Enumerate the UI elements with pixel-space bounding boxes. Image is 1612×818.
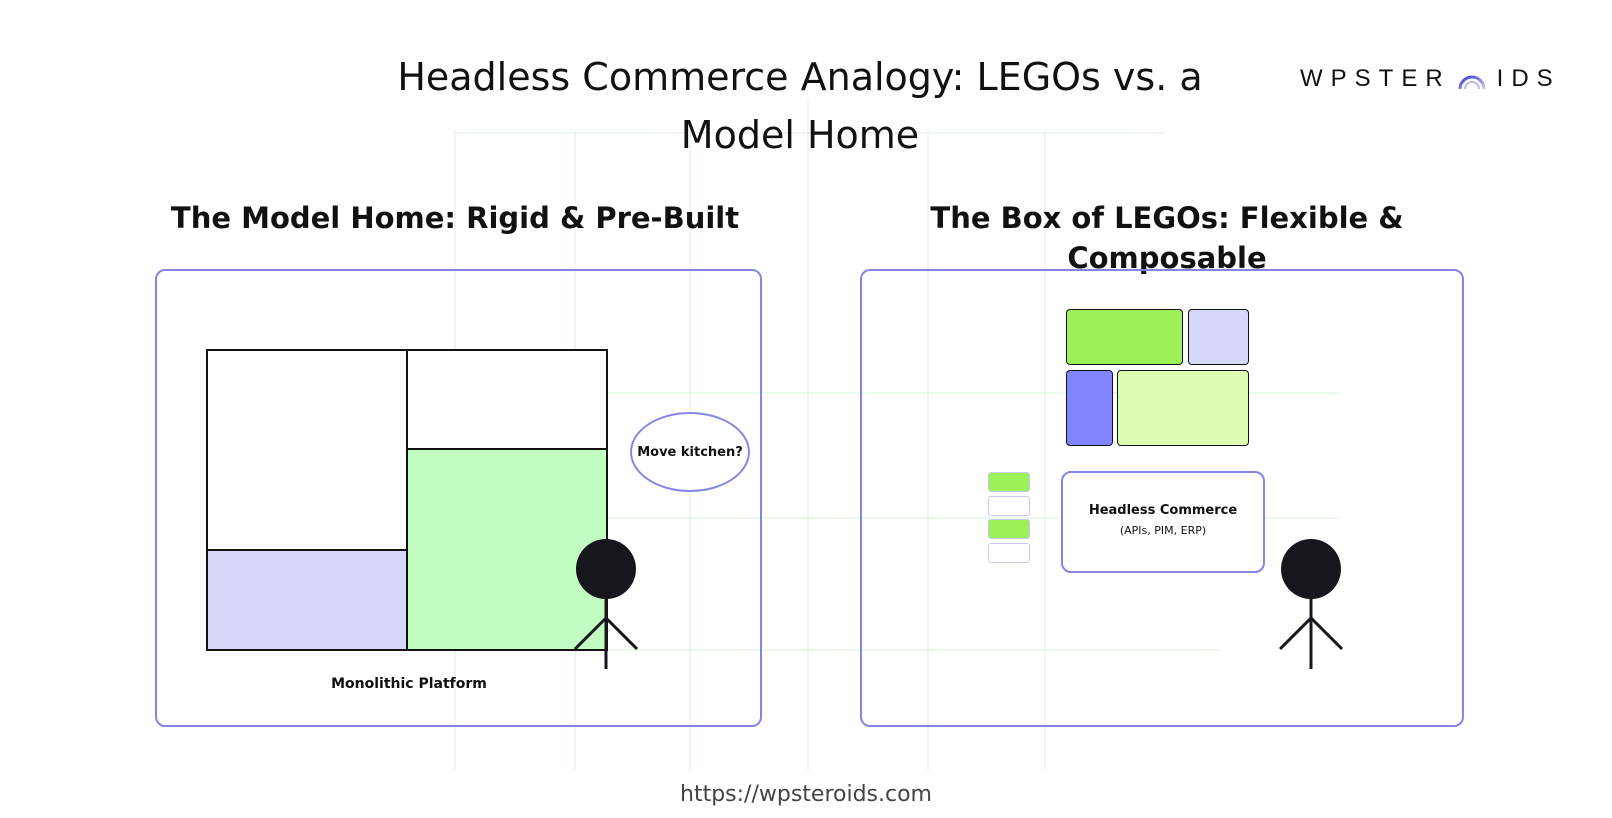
legos-title: The Box of LEGOs: Flexible & Composable xyxy=(930,201,1404,275)
brand-suffix: IDS xyxy=(1496,65,1561,92)
speech-bubble-text: Move kitchen? xyxy=(637,444,743,460)
brick-lavender xyxy=(1188,309,1249,365)
stick-figure-right xyxy=(1278,539,1344,669)
headless-commerce-title: Headless Commerce xyxy=(1088,503,1238,518)
room-bottom-right xyxy=(406,448,608,651)
model-home-panel xyxy=(155,269,762,727)
speech-bubble: Move kitchen? xyxy=(630,412,750,492)
headless-commerce-box: Headless Commerce (APIs, PIM, ERP) xyxy=(1061,471,1265,573)
brick-light-green xyxy=(1117,370,1249,446)
brick-green-large xyxy=(1066,309,1183,365)
small-brick-green-2 xyxy=(988,519,1030,539)
brand-logo: WPSTER IDS xyxy=(1300,64,1561,94)
footer-url[interactable]: https://wpsteroids.com xyxy=(680,782,932,807)
stick-figure-left xyxy=(573,539,639,669)
small-brick-white-1 xyxy=(988,496,1030,516)
small-brick-white-2 xyxy=(988,543,1030,563)
room-large xyxy=(206,349,408,551)
page-title: Headless Commerce Analogy: LEGOs vs. a M… xyxy=(397,55,1203,157)
legos-panel xyxy=(860,269,1464,727)
arc-logo-icon xyxy=(1458,75,1486,90)
room-bottom-left xyxy=(206,549,408,651)
platform-label: Monolithic Platform xyxy=(331,676,487,692)
brick-blue xyxy=(1066,370,1113,446)
model-home-title: The Model Home: Rigid & Pre-Built xyxy=(170,201,740,235)
headless-commerce-subtitle: (APIs, PIM, ERP) xyxy=(1119,524,1207,537)
room-top-right xyxy=(406,349,608,450)
small-brick-green-1 xyxy=(988,472,1030,492)
brand-prefix: WPSTER xyxy=(1300,65,1451,92)
